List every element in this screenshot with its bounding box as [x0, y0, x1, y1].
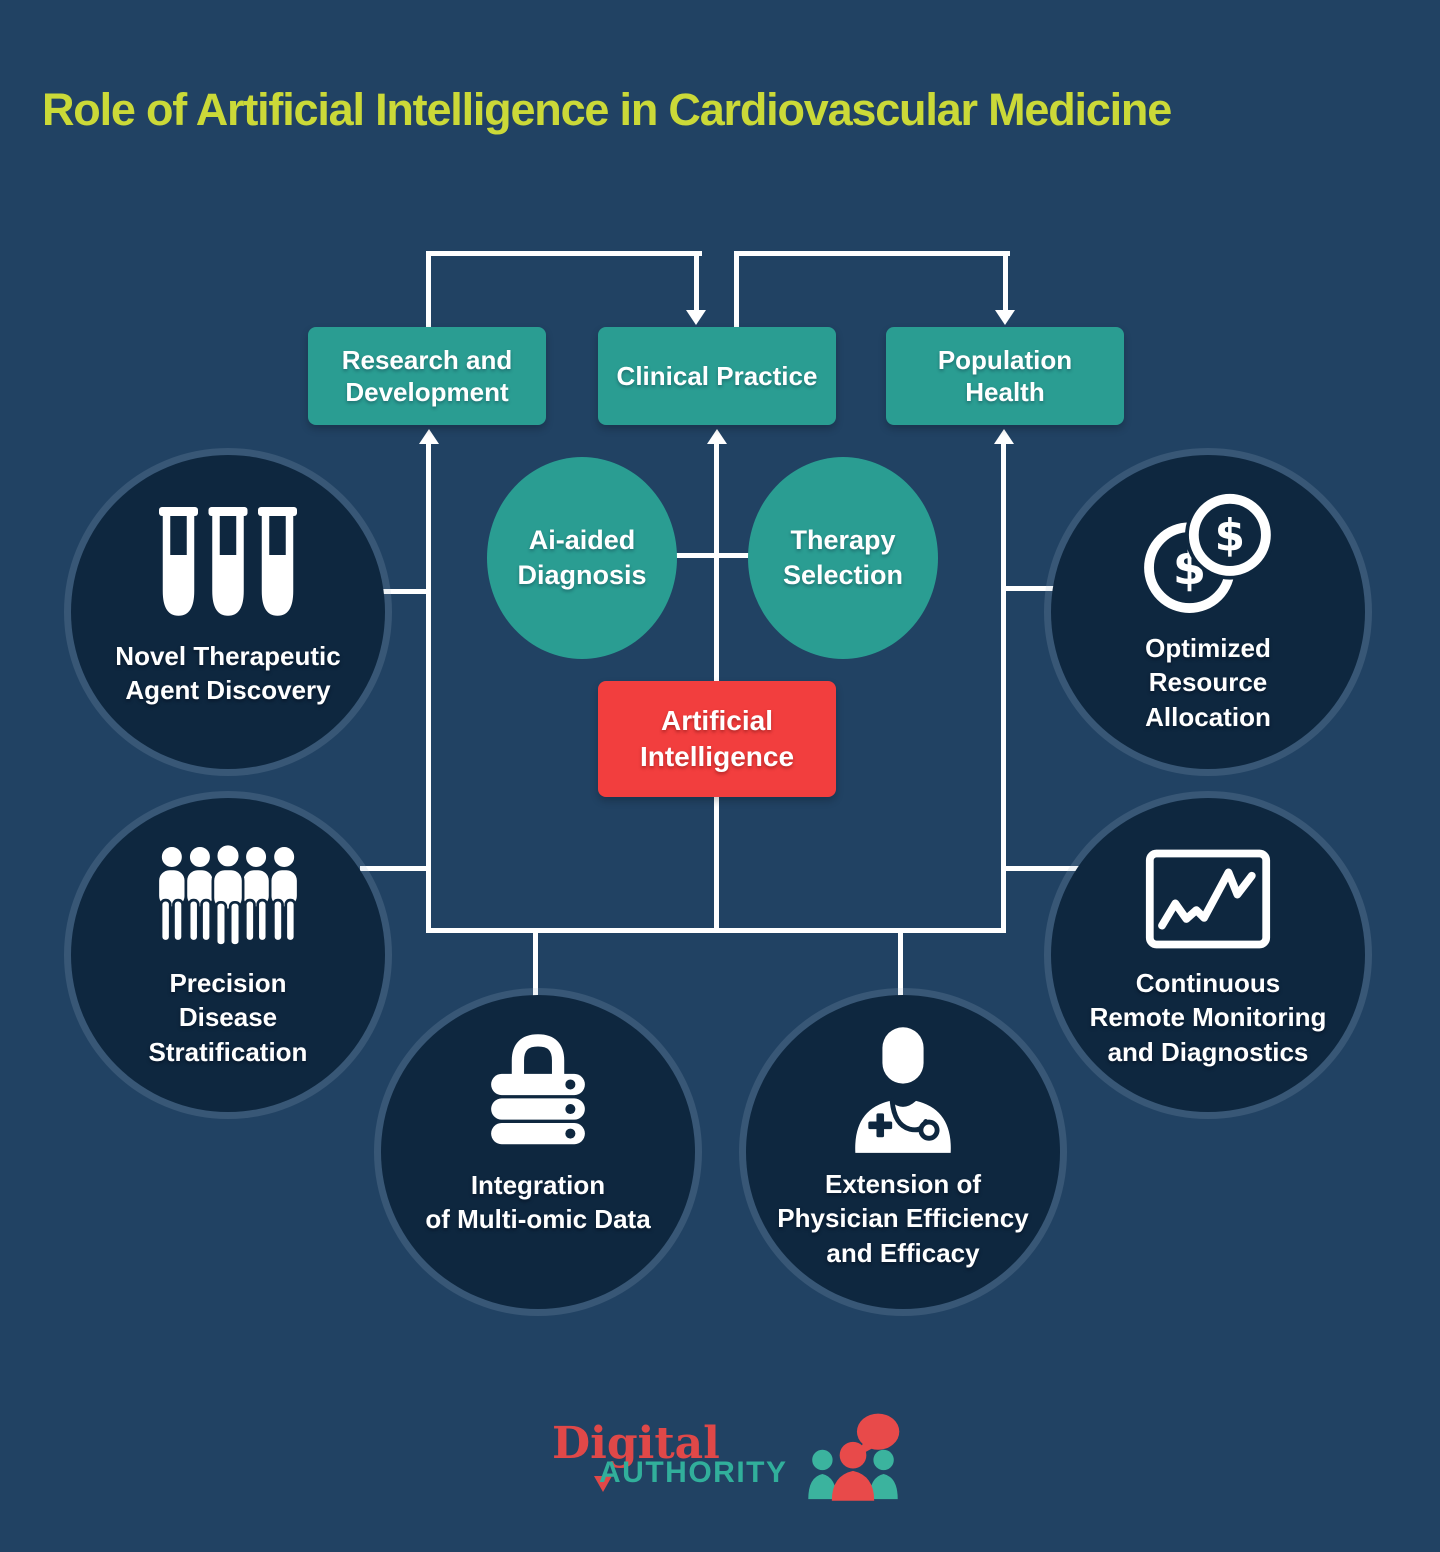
right-vertical-line	[1001, 442, 1006, 933]
bracket2-horizontal-line	[734, 251, 1010, 256]
box-population-health-label: Population Health	[937, 344, 1073, 408]
logo-authority-text: Authority	[599, 1456, 788, 1489]
right-arrow-up-icon	[994, 429, 1014, 444]
artificial-intelligence-label-line2: Intelligence	[639, 741, 795, 772]
bracket1-right-line	[694, 251, 699, 312]
extension-physician-line2: Physician Efficiency	[777, 1203, 1029, 1234]
circle-optimized-resource: $ $ Optimized Resource Allocation	[1051, 455, 1365, 769]
extension-physician-label: Extension of Physician Efficiency and Ef…	[777, 1167, 1028, 1270]
continuous-remote-label: Continuous Remote Monitoring and Diagnos…	[1090, 966, 1327, 1069]
people-speech-bubble-icon	[808, 1413, 900, 1501]
test-tubes-icon	[159, 507, 297, 616]
box-research-development-label: Research and Development	[341, 344, 513, 408]
circle-therapy-selection: Therapy Selection	[748, 457, 938, 659]
precision-disease-label: Precision Disease Stratification	[149, 966, 308, 1069]
box-research-development: Research and Development	[308, 327, 546, 425]
svg-text:$: $	[1215, 510, 1245, 561]
circle-ai-aided-diagnosis: Ai-aided Diagnosis	[487, 457, 677, 659]
extension-stub-line	[898, 928, 903, 1008]
circle-novel-therapeutic: Novel Therapeutic Agent Discovery	[71, 455, 385, 769]
extension-physician-line1: Extension of	[824, 1169, 981, 1199]
bracket2-right-line	[1003, 251, 1008, 312]
ai-aided-diagnosis-label-line2: Diagnosis	[517, 560, 647, 590]
integration-multiomic-label: Integration of Multi-omic Data	[425, 1168, 650, 1237]
artificial-intelligence-box: Artificial Intelligence	[598, 681, 836, 797]
center-arrow-up-icon	[707, 429, 727, 444]
circle-integration-multiomic: Integration of Multi-omic Data	[381, 995, 695, 1309]
ai-aided-diagnosis-label-line1: Ai-aided	[528, 524, 636, 555]
page-title: Role of Artificial Intelligence in Cardi…	[42, 84, 1172, 135]
mid-circles-connector-line	[600, 553, 830, 558]
circle-extension-physician: Extension of Physician Efficiency and Ef…	[746, 995, 1060, 1309]
bracket2-arrow-down-icon	[995, 310, 1015, 325]
integration-multiomic-line1: Integration	[470, 1170, 606, 1200]
extension-physician-line3: and Efficacy	[826, 1237, 980, 1268]
optimized-resource-line2: Resource	[1148, 667, 1268, 698]
novel-therapeutic-line2: Agent Discovery	[125, 675, 331, 706]
continuous-remote-line3: and Diagnostics	[1107, 1036, 1309, 1067]
continuous-connector-line	[1003, 866, 1083, 871]
novel-therapeutic-label: Novel Therapeutic Agent Discovery	[115, 639, 340, 708]
database-lock-icon	[491, 1034, 585, 1145]
left-vertical-line	[426, 442, 431, 933]
dollar-coins-icon: $ $	[1144, 491, 1275, 613]
bracket1-left-line	[426, 251, 431, 329]
logo-digital-text: Digital	[552, 1418, 720, 1469]
precision-disease-line1: Precision	[169, 968, 287, 998]
people-group-icon	[156, 844, 300, 947]
integration-stub-line	[533, 928, 538, 1008]
continuous-remote-line1: Continuous	[1135, 968, 1281, 998]
optimized-connector-line	[1003, 586, 1065, 591]
precision-disease-line3: Stratification	[148, 1036, 308, 1067]
therapy-selection-label-line2: Selection	[782, 560, 904, 590]
novel-connector-line	[378, 589, 430, 594]
novel-therapeutic-line1: Novel Therapeutic	[115, 641, 341, 671]
box-population-health: Population Health	[886, 327, 1124, 425]
therapy-selection-label-line1: Therapy	[790, 524, 896, 555]
optimized-resource-line3: Allocation	[1145, 701, 1271, 732]
artificial-intelligence-label-line1: Artificial	[660, 704, 774, 736]
box-clinical-practice: Clinical Practice	[598, 327, 836, 425]
box-clinical-practice-label: Clinical Practice	[616, 360, 818, 391]
circle-precision-disease: Precision Disease Stratification	[71, 798, 385, 1112]
optimized-resource-line1: Optimized	[1145, 633, 1271, 663]
bracket1-horizontal-line	[426, 251, 702, 256]
circle-continuous-remote: Continuous Remote Monitoring and Diagnos…	[1051, 798, 1365, 1112]
logo-a-accent-icon	[594, 1476, 612, 1492]
bracket2-left-line	[734, 251, 739, 329]
bottom-horizontal-line	[426, 928, 1006, 933]
integration-multiomic-line2: of Multi-omic Data	[425, 1204, 651, 1235]
precision-connector-line	[360, 866, 430, 871]
continuous-remote-line2: Remote Monitoring	[1089, 1002, 1327, 1033]
left-arrow-up-icon	[419, 429, 439, 444]
precision-disease-line2: Disease	[178, 1002, 278, 1033]
line-chart-icon	[1145, 849, 1271, 949]
optimized-resource-label: Optimized Resource Allocation	[1145, 631, 1271, 734]
physician-icon	[855, 1027, 951, 1153]
bracket1-arrow-down-icon	[686, 310, 706, 325]
